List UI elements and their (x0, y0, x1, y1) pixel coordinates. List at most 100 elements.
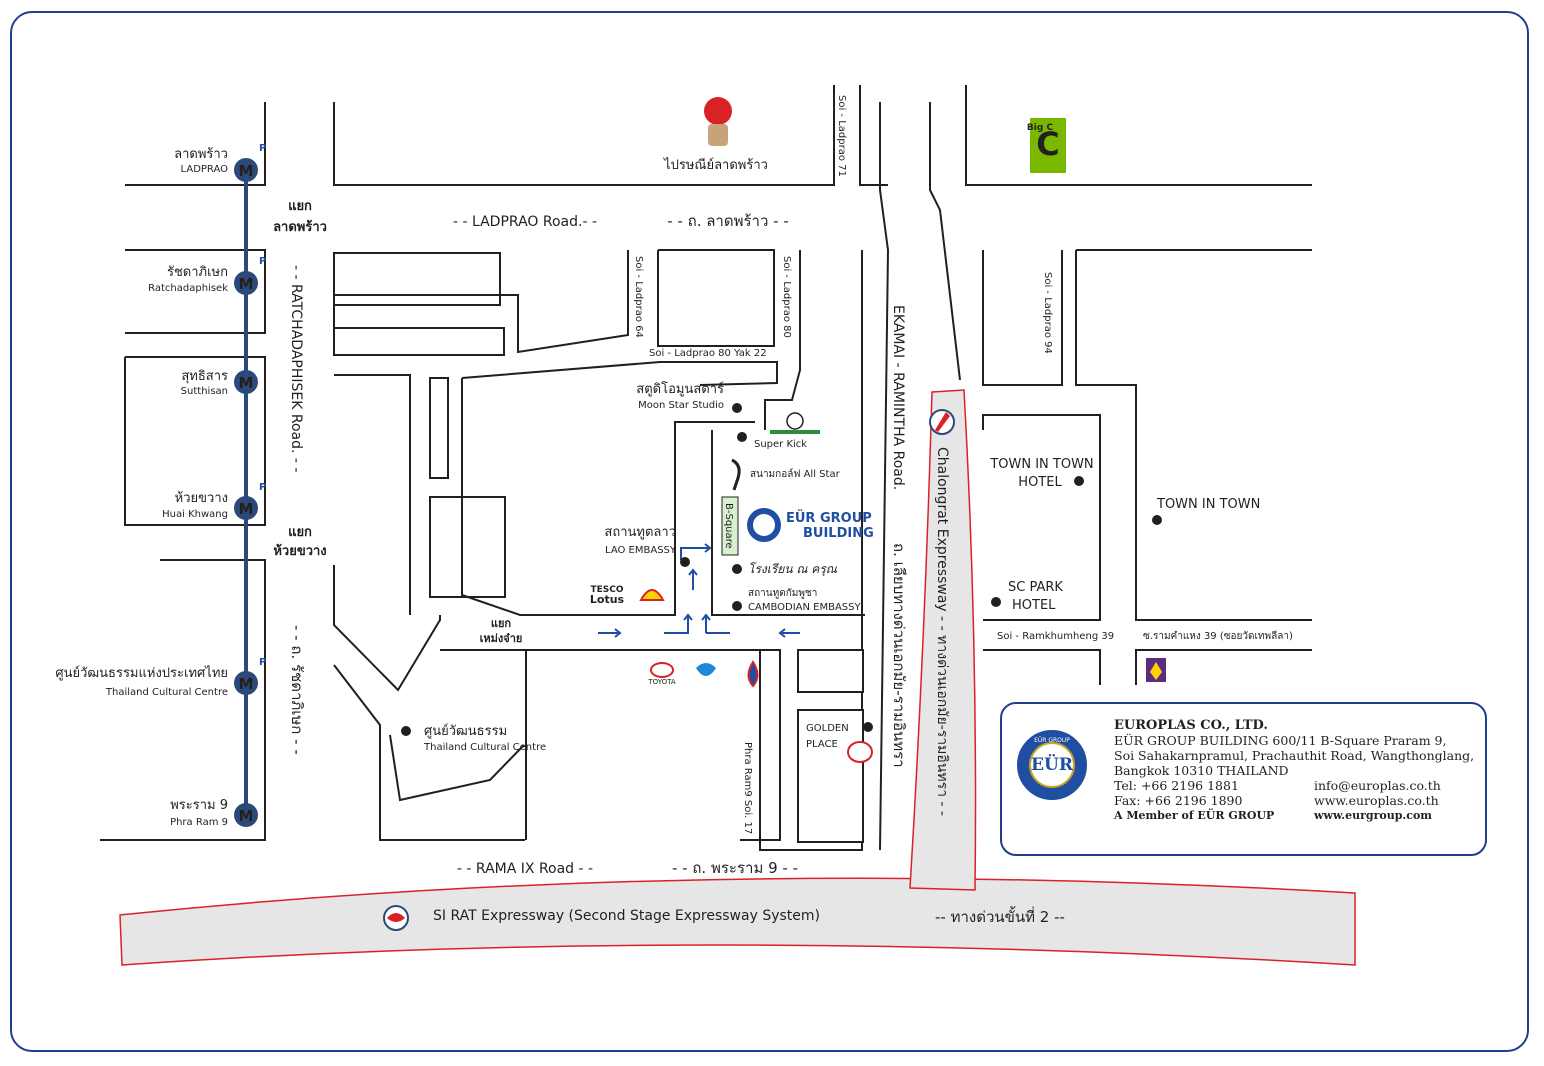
post-office: ไปรษณีย์ลาดพร้าว (663, 97, 768, 173)
company-address: EÜR GROUP BUILDING 600/11 B-Square Prara… (1114, 733, 1447, 748)
svg-text:โรงเรียน ณ ครุณ: โรงเรียน ณ ครุณ (748, 562, 838, 577)
road-ratchada-en: - - RATCHADAPHISEK Road. - - (288, 265, 304, 472)
metro-icon (234, 671, 258, 695)
toyota-icon (650, 662, 674, 678)
company-fax: Fax: +66 2196 1890 (1114, 793, 1243, 808)
svg-text:ศูนย์วัฒนธรรม: ศูนย์วัฒนธรรม (424, 723, 507, 739)
road-ladprao-en: - - LADPRAO Road.- - (453, 214, 597, 230)
shell-station (639, 589, 665, 601)
town-in-town: TOWN IN TOWN (1152, 497, 1260, 525)
shell-icon (639, 589, 665, 601)
cultural-centre: ศูนย์วัฒนธรรม Thailand Cultural Centre (401, 723, 546, 753)
intersection-huaikhwang: ห้วยขวาง (273, 543, 326, 559)
company-email[interactable]: info@europlas.co.th (1314, 778, 1441, 793)
svg-text:M: M (239, 275, 254, 293)
company-address: Soi Sahakarnpramul, Prachauthit Road, Wa… (1114, 748, 1475, 763)
road-ekamai-th: ถ. เลียบทางด่วนเอกมัย-รามอินทรา (890, 543, 908, 768)
svg-text:TESCO: TESCO (590, 585, 623, 595)
soi-ladprao-94: Soi - Ladprao 94 (1042, 272, 1053, 354)
svg-text:CAMBODIAN EMBASSY: CAMBODIAN EMBASSY (748, 602, 861, 613)
road-rama9-en: - - RAMA IX Road - - (457, 861, 593, 877)
traffic-arrows (598, 543, 800, 638)
sc-park-hotel: SC PARK HOTEL (991, 580, 1063, 613)
expressway-icon (387, 913, 405, 922)
svg-text:TOWN IN TOWN: TOWN IN TOWN (989, 457, 1093, 472)
svg-text:รัชดาภิเษก: รัชดาภิเษก (167, 265, 228, 280)
svg-text:Lotus: Lotus (590, 593, 625, 606)
station-phra-ram-9: M พระราม 9 Phra Ram 9 (170, 798, 258, 828)
svg-text:LAO EMBASSY: LAO EMBASSY (605, 545, 677, 556)
bsquare: B-Square (721, 496, 739, 556)
superkick: Super Kick (737, 412, 820, 450)
company-tel: Tel: +66 2196 1881 (1114, 778, 1239, 793)
company-name: EUROPLAS CO., LTD. (1114, 718, 1268, 733)
svg-text:M: M (239, 807, 254, 825)
intersection-mengjai: แยก (491, 617, 512, 630)
metro-icon (234, 496, 258, 520)
company-website[interactable]: www.europlas.co.th (1314, 793, 1439, 808)
svg-text:Ratchadaphisek: Ratchadaphisek (148, 283, 228, 294)
golf-course: สนามกอล์ฟ All Star (731, 458, 841, 491)
svg-text:Huai Khwang: Huai Khwang (162, 509, 228, 520)
tesco-lotus: TESCO Lotus (590, 585, 625, 606)
lao-embassy: สถานทูตลาว LAO EMBASSY (604, 525, 690, 567)
metro-icon (234, 370, 258, 394)
svg-text:ไปรษณีย์ลาดพร้าว: ไปรษณีย์ลาดพร้าว (663, 157, 768, 173)
soi-ramkhamhaeng-th: ซ.รามคำแหง 39 (ซอยวัดเทพลีลา) (1143, 630, 1293, 642)
town-in-town-hotel: TOWN IN TOWN HOTEL (989, 457, 1093, 490)
svg-text:ศูนย์วัฒนธรรมแห่งประเทศไทย: ศูนย์วัฒนธรรมแห่งประเทศไทย (55, 665, 228, 681)
road-ratchada-th: - - ถ. รัชดาภิเษก - - (288, 625, 306, 755)
svg-text:HOTEL: HOTEL (1018, 475, 1062, 490)
company-info-card: EÜR GROUP EÜR EUROPLAS CO., LTD. EÜR GRO… (1000, 702, 1487, 856)
station-ratchadaphisek: M P รัชดาภิเษก Ratchadaphisek (148, 256, 266, 295)
cambodian-embassy: สถานทูตกัมพูชา CAMBODIAN EMBASSY (732, 588, 861, 613)
svg-text:PLACE: PLACE (806, 739, 838, 750)
svg-text:SC PARK: SC PARK (1008, 580, 1063, 595)
svg-text:สถานทูตลาว: สถานทูตลาว (604, 525, 676, 540)
svg-text:Thailand Cultural Centre: Thailand Cultural Centre (105, 687, 228, 698)
svg-text:สุทธิสาร: สุทธิสาร (181, 369, 228, 384)
svg-text:สตูดิโอมูนสตาร์: สตูดิโอมูนสตาร์ (636, 381, 724, 397)
svg-text:ห้วยขวาง: ห้วยขวาง (175, 491, 228, 506)
bank-branch (1146, 658, 1166, 682)
station-cultural-centre: M P ศูนย์วัฒนธรรมแห่งประเทศไทย Thailand … (55, 657, 266, 698)
metro-icon (234, 803, 258, 827)
station-sutthisan: M สุทธิสาร Sutthisan (181, 369, 258, 397)
eur-group-building: EÜR GROUP BUILDING (747, 508, 874, 542)
svg-text:P: P (259, 256, 266, 267)
station-huai-khwang: M P ห้วยขวาง Huai Khwang (162, 482, 266, 520)
svg-text:LADPRAO: LADPRAO (181, 164, 229, 175)
store-24-icon (847, 741, 873, 763)
svg-text:M: M (239, 162, 254, 180)
group-website[interactable]: www.eurgroup.com (1314, 809, 1432, 822)
svg-text:Big C: Big C (1027, 123, 1054, 133)
svg-text:B-Square: B-Square (723, 503, 734, 549)
chalongrat-expressway (909, 389, 977, 891)
svg-text:Sutthisan: Sutthisan (181, 386, 228, 397)
soi-ladprao-80-yak22: Soi - Ladprao 80 Yak 22 (649, 348, 767, 359)
moonstar-studio: สตูดิโอมูนสตาร์ Moon Star Studio (636, 381, 742, 413)
svg-text:GOLDEN: GOLDEN (806, 723, 849, 734)
company-member: A Member of EÜR GROUP (1114, 809, 1275, 822)
svg-text:Super Kick: Super Kick (754, 439, 807, 450)
soi-ladprao-64: Soi - Ladprao 64 (633, 256, 644, 338)
metro-icon (234, 271, 258, 295)
svg-text:ลาดพร้าว: ลาดพร้าว (174, 147, 228, 162)
sirat-expressway (119, 877, 1356, 966)
soi-ladprao-71: Soi - Ladprao 71 (836, 95, 847, 177)
bank-icon (696, 663, 716, 676)
svg-text:M: M (239, 374, 254, 392)
school: โรงเรียน ณ ครุณ (732, 562, 838, 577)
svg-text:TOWN IN TOWN: TOWN IN TOWN (1156, 497, 1260, 512)
svg-text:พระราม 9: พระราม 9 (170, 798, 228, 813)
road-chalongrat: Chalongrat Expressway - - ทางด่วนเอกมัย-… (934, 447, 950, 816)
station-ladprao: M P ลาดพร้าว LADPRAO (174, 143, 266, 182)
svg-text:P: P (259, 482, 266, 493)
intersection-mengjai: เหม่งจ๋าย (480, 632, 523, 645)
intersection-huaikhwang: แยก (288, 525, 312, 540)
toyota: TOYOTA (647, 662, 676, 686)
road-ekamai-en: EKAMAI - RAMINTHA Road. (890, 305, 906, 490)
golfer-icon (731, 458, 741, 491)
map-frame (10, 11, 1529, 1052)
